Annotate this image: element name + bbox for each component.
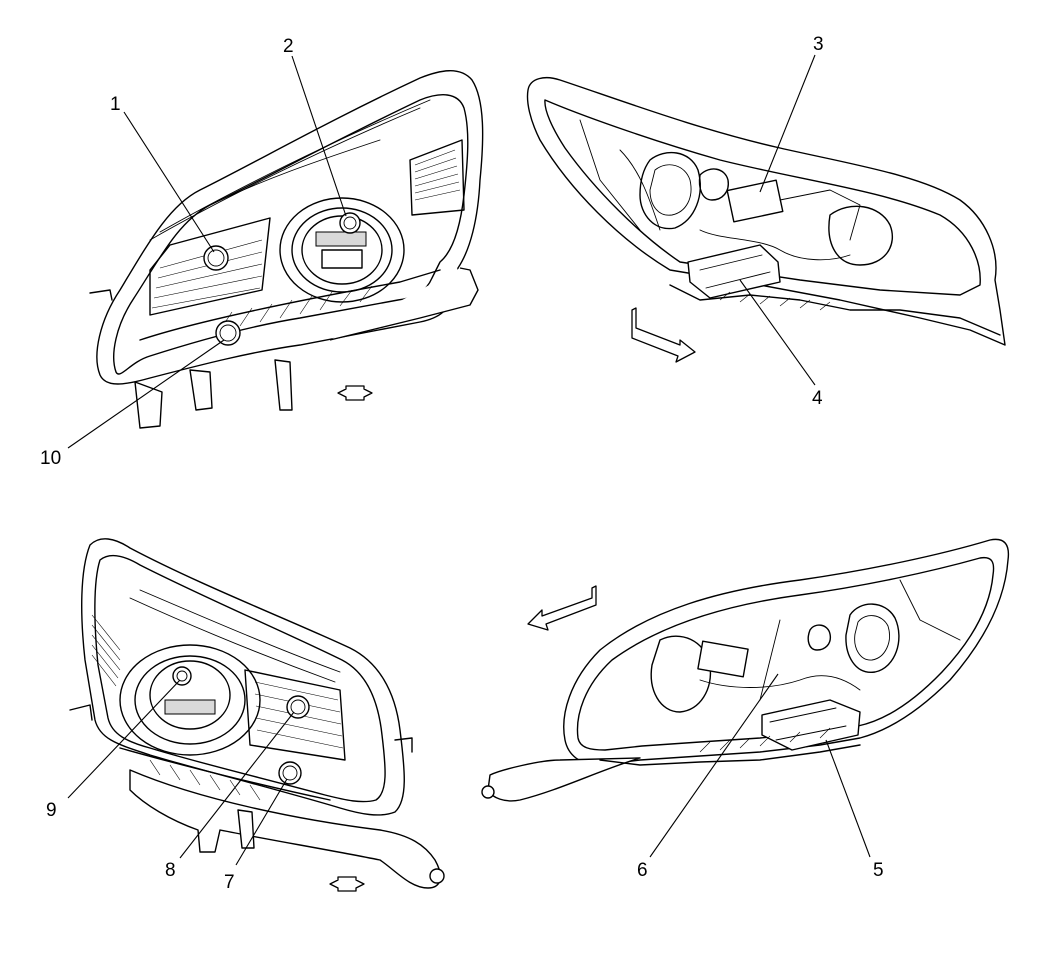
callout-9: 9: [46, 800, 57, 821]
callout-10: 10: [40, 448, 61, 469]
right-headlamp-rear-view: [481, 538, 1010, 802]
right-headlamp-front-view: [69, 538, 445, 892]
callout-3: 3: [813, 34, 824, 55]
callout-1: 1: [110, 94, 121, 115]
leader-lines: [67, 54, 871, 866]
direction-arrow-icon: [631, 307, 696, 363]
direction-arrow-icon: [527, 585, 597, 631]
direction-arrow-icon: [337, 385, 373, 401]
callout-4: 4: [812, 388, 823, 409]
direction-arrow-icon: [329, 876, 365, 892]
callout-8: 8: [165, 860, 176, 881]
left-headlamp-rear-view: [526, 77, 1006, 363]
callout-2: 2: [283, 36, 294, 57]
left-headlamp-front-view: [89, 70, 484, 429]
callout-5: 5: [873, 860, 884, 881]
callout-6: 6: [637, 860, 648, 881]
callout-7: 7: [224, 872, 235, 893]
callout-labels: 1 2 3 4 10 9 8 7 6 5: [40, 34, 884, 893]
